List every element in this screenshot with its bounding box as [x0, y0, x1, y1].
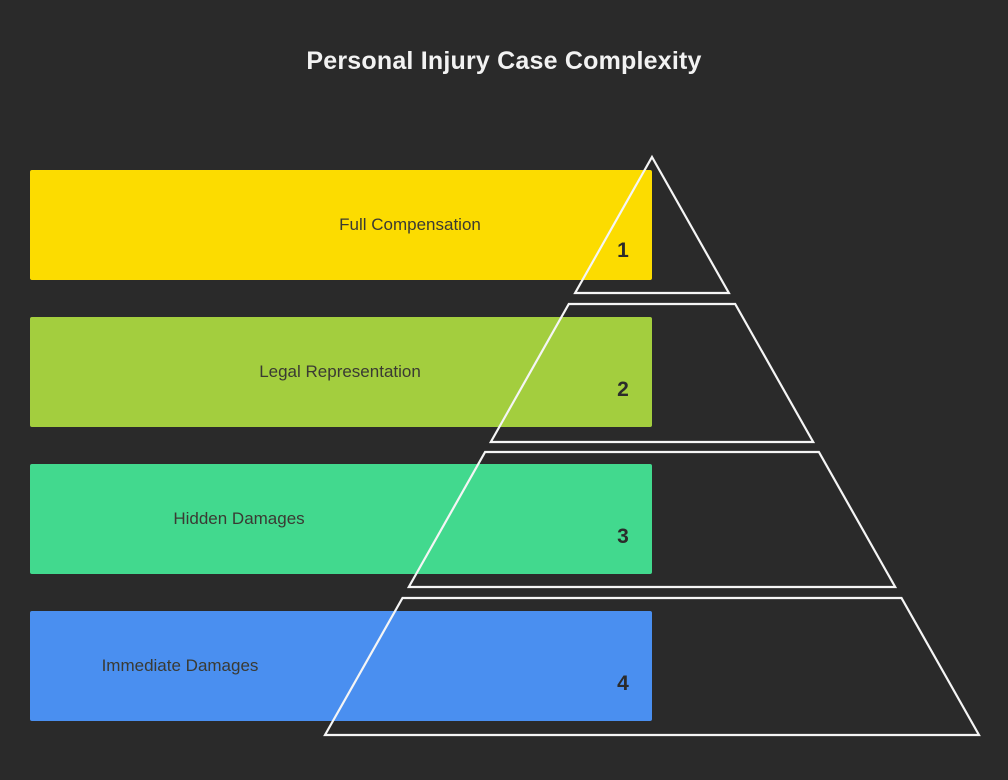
level-bar-3: [30, 464, 652, 574]
level-rank-1: 1: [617, 239, 629, 262]
level-bar-1: [30, 170, 652, 280]
level-row-1: Full Compensation 1: [30, 170, 652, 280]
level-label-2: Legal Representation: [259, 362, 421, 381]
level-label-3: Hidden Damages: [173, 509, 305, 528]
level-rank-4: 4: [617, 672, 629, 695]
level-row-4: Immediate Damages 4: [30, 611, 652, 721]
level-label-1: Full Compensation: [339, 215, 481, 234]
chart-title: Personal Injury Case Complexity: [306, 47, 702, 75]
level-row-2: Legal Representation 2: [30, 317, 652, 427]
level-rank-2: 2: [617, 378, 629, 401]
level-row-3: Hidden Damages 3: [30, 464, 652, 574]
level-label-4: Immediate Damages: [101, 656, 259, 675]
level-rank-3: 3: [617, 525, 629, 548]
